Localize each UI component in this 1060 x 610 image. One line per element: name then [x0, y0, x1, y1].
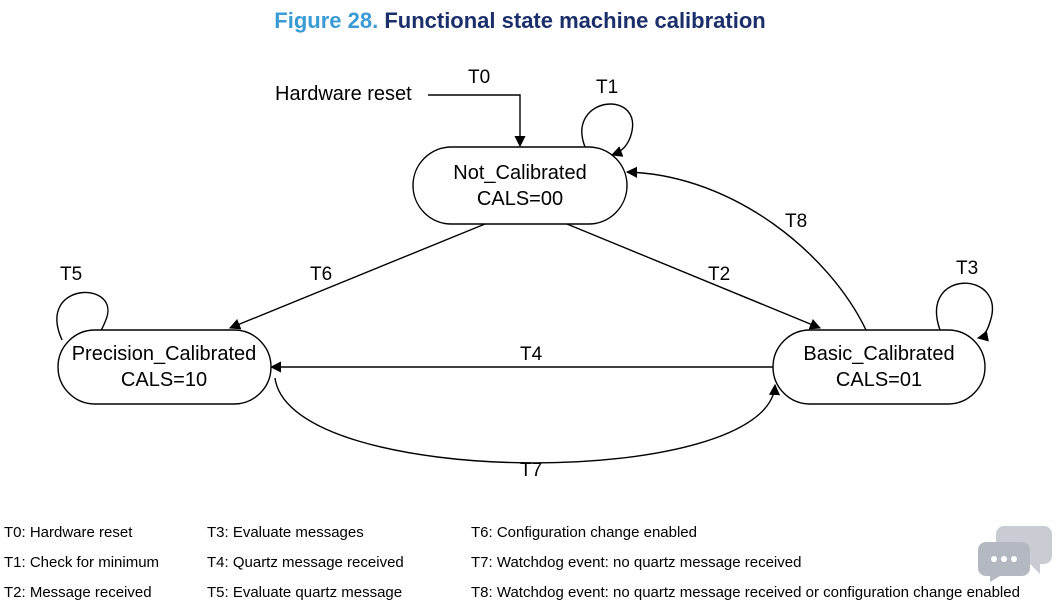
- legend-item-t6: T6: Configuration change enabled: [471, 524, 697, 541]
- transition-t8-arrow: [625, 166, 867, 331]
- transition-t3-label: T3: [956, 258, 978, 279]
- legend-item-t1: T1: Check for minimum: [4, 554, 160, 571]
- state-basic-calibrated: Basic_Calibrated CALS=01: [772, 329, 986, 405]
- transition-t3-arrow: [935, 282, 993, 342]
- figure-number: Figure 28.: [274, 8, 379, 33]
- legend-item-t0: T0: Hardware reset: [4, 524, 133, 541]
- hardware-reset-label: Hardware reset: [275, 83, 412, 105]
- transition-t7-label: T7: [520, 460, 542, 481]
- legend-item-t5: T5: Evaluate quartz message: [207, 584, 403, 601]
- transition-t0-arrow: [428, 94, 526, 148]
- state-not-calibrated-name: Not_Calibrated: [453, 162, 586, 184]
- figure-title-text: Functional state machine calibration: [384, 8, 766, 33]
- transition-t5-label: T5: [60, 264, 82, 285]
- transition-t1-arrow: [581, 103, 634, 157]
- legend-item-t4: T4: Quartz message received: [207, 554, 404, 571]
- state-not-calibrated: Not_Calibrated CALS=00: [412, 146, 628, 225]
- transition-t6-label: T6: [310, 264, 332, 285]
- legend-item-t7: T7: Watchdog event: no quartz message re…: [471, 554, 802, 571]
- transition-t2-arrow: [566, 223, 822, 330]
- transition-t1-label: T1: [596, 77, 618, 98]
- state-precision-calibrated: Precision_Calibrated CALS=10: [57, 329, 272, 405]
- transition-t4-label: T4: [520, 344, 543, 365]
- legend-item-t2: T2: Message received: [4, 584, 152, 601]
- state-basic-calibrated-value: CALS=01: [836, 369, 922, 391]
- state-precision-calibrated-name: Precision_Calibrated: [72, 343, 257, 365]
- legend-item-t3: T3: Evaluate messages: [207, 524, 364, 541]
- transition-t7-arrow: [274, 377, 781, 464]
- state-precision-calibrated-value: CALS=10: [121, 369, 207, 391]
- state-machine-diagram: Not_Calibrated CALS=00 Precision_Calibra…: [56, 67, 993, 481]
- chat-bubbles-icon[interactable]: [978, 522, 1054, 582]
- state-not-calibrated-value: CALS=00: [477, 188, 563, 210]
- figure-title: Figure 28. Functional state machine cali…: [0, 8, 1040, 34]
- transition-t6-arrow: [228, 223, 486, 330]
- transition-t8-label: T8: [785, 211, 807, 232]
- legend-item-t8: T8: Watchdog event: no quartz message re…: [471, 584, 1020, 601]
- state-basic-calibrated-name: Basic_Calibrated: [803, 343, 954, 365]
- transition-t0-label: T0: [468, 67, 490, 88]
- transition-t2-label: T2: [708, 264, 730, 285]
